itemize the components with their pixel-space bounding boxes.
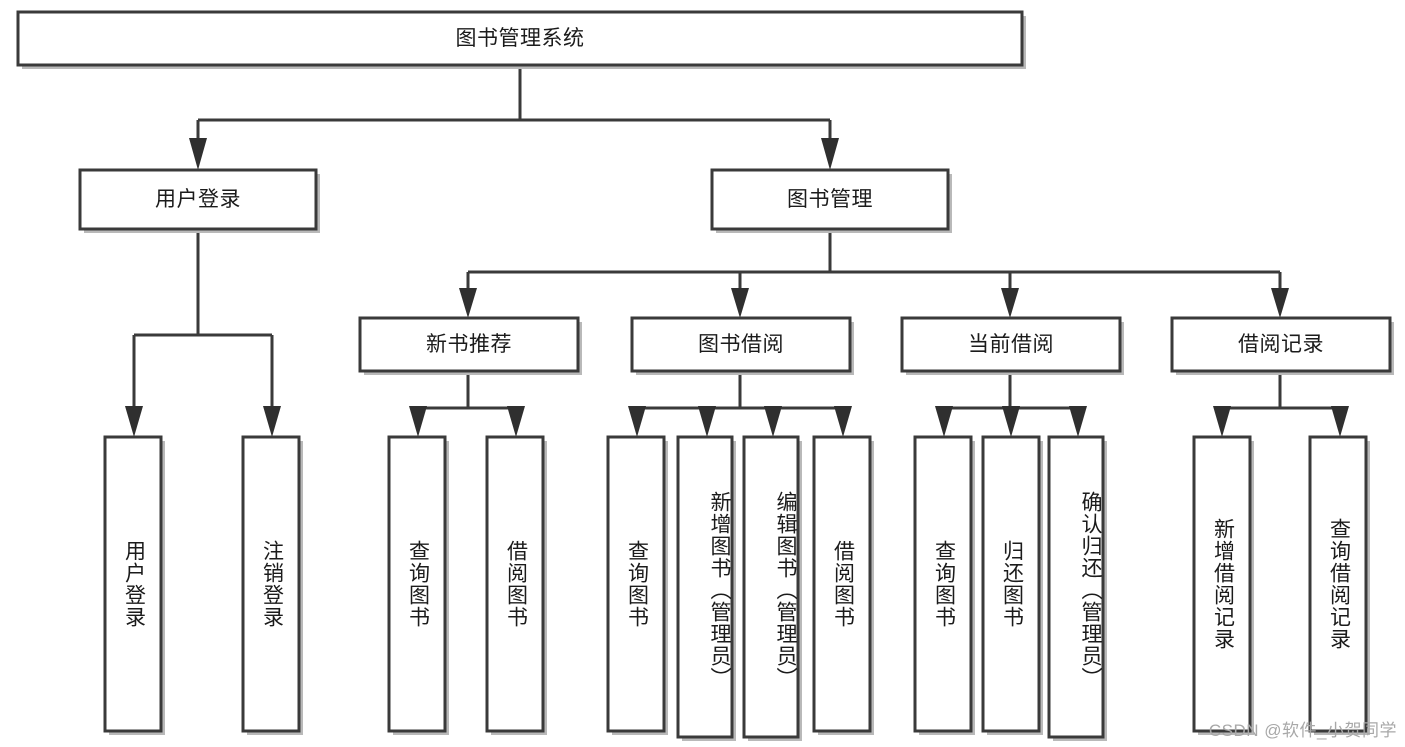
- arrow-head-leaf-query-record: [1331, 406, 1349, 437]
- node-box-leaf-borrow-book-2[interactable]: [812, 435, 874, 735]
- arrow-head-current-borrow: [1001, 288, 1019, 318]
- node-box-leaf-logout[interactable]: [241, 435, 303, 735]
- connector-group-new-book-recommend: [409, 375, 525, 437]
- arrow-head-leaf-borrow-book-2: [834, 406, 852, 437]
- arrow-head-leaf-query-book-1: [409, 406, 427, 437]
- node-box-leaf-query-record[interactable]: [1308, 435, 1370, 735]
- node-box-book-manage[interactable]: [710, 168, 952, 233]
- connector-group-user-login: [125, 233, 281, 437]
- arrow-head-leaf-edit-book: [764, 406, 782, 437]
- arrow-head-leaf-logout: [263, 406, 281, 437]
- connector-group-current-borrow: [935, 375, 1087, 437]
- node-box-leaf-query-book-1[interactable]: [387, 435, 449, 735]
- arrow-head-leaf-user-login: [125, 406, 143, 437]
- arrow-head-book-borrow: [731, 288, 749, 318]
- connector-group-borrow-record: [1213, 375, 1349, 437]
- connector-group-root: [189, 66, 839, 170]
- node-box-leaf-edit-book[interactable]: [742, 435, 802, 741]
- node-box-book-borrow[interactable]: [630, 316, 854, 375]
- node-box-root[interactable]: [16, 10, 1026, 69]
- connector-group-book-borrow: [628, 375, 852, 437]
- node-box-leaf-return-book[interactable]: [981, 435, 1043, 735]
- arrow-head-leaf-borrow-book-1: [507, 406, 525, 437]
- node-box-user-login[interactable]: [78, 168, 320, 233]
- arrow-head-leaf-add-record: [1213, 406, 1231, 437]
- arrow-head-borrow-record: [1271, 288, 1289, 318]
- arrow-head-new-book-recommend: [459, 288, 477, 318]
- arrow-head-leaf-add-book: [698, 406, 716, 437]
- node-box-borrow-record[interactable]: [1170, 316, 1394, 375]
- arrow-head-book-manage: [821, 138, 839, 170]
- connector-group-book-manage: [459, 233, 1289, 318]
- node-box-leaf-confirm-return[interactable]: [1047, 435, 1107, 741]
- arrow-head-leaf-confirm-return: [1069, 406, 1087, 437]
- node-box-current-borrow[interactable]: [900, 316, 1124, 375]
- node-box-new-book-recommend[interactable]: [358, 316, 582, 375]
- node-box-leaf-borrow-book-1[interactable]: [485, 435, 547, 735]
- node-box-leaf-query-book-3[interactable]: [913, 435, 975, 735]
- arrow-head-user-login: [189, 138, 207, 170]
- node-box-leaf-query-book-2[interactable]: [606, 435, 668, 735]
- node-box-leaf-add-record[interactable]: [1192, 435, 1254, 735]
- node-box-leaf-add-book[interactable]: [676, 435, 736, 741]
- node-box-leaf-user-login[interactable]: [103, 435, 165, 735]
- arrow-head-leaf-return-book: [1002, 406, 1020, 437]
- arrow-head-leaf-query-book-2: [628, 406, 646, 437]
- arrow-head-leaf-query-book-3: [935, 406, 953, 437]
